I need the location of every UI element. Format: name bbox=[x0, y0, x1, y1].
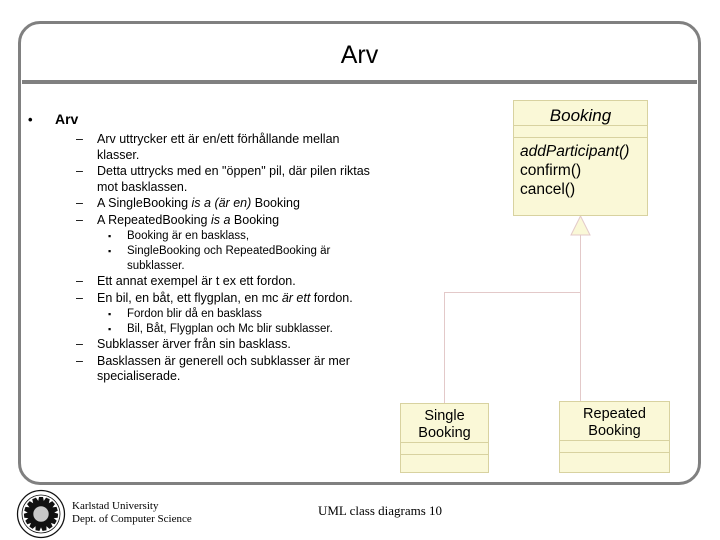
text-run: fordon. bbox=[310, 290, 353, 305]
uml-class-name: Repeated Booking bbox=[560, 402, 669, 440]
list-item: – Basklassen är generell och subklasser … bbox=[76, 354, 373, 385]
uml-attributes-compartment bbox=[514, 126, 647, 137]
uml-operations-compartment bbox=[560, 453, 669, 464]
list-item: ▪ Bil, Båt, Flygplan och Mc blir subklas… bbox=[108, 322, 373, 337]
bullet-marker: – bbox=[76, 290, 83, 305]
uml-operation: cancel() bbox=[520, 181, 576, 198]
compartment-separator bbox=[401, 442, 488, 443]
list-item-label: Basklassen är generell och subklasser är… bbox=[97, 353, 350, 384]
text-run-italic: is a (är en) bbox=[191, 196, 252, 210]
compartment-separator bbox=[514, 137, 647, 138]
list-item-label: Arv bbox=[55, 111, 79, 127]
list-item: – A RepeatedBooking is a Booking bbox=[76, 213, 373, 229]
list-item: • Arv bbox=[28, 110, 373, 129]
list-item-label: A SingleBooking is a (är en) Booking bbox=[97, 196, 373, 212]
list-item: – Ett annat exempel är t ex ett fordon. bbox=[76, 274, 373, 290]
uml-class-name-line1: Single bbox=[424, 408, 465, 424]
compartment-separator bbox=[514, 125, 647, 126]
list-item-label: Subklasser ärver från sin basklass. bbox=[97, 337, 291, 351]
bullet-marker: ▪ bbox=[108, 246, 112, 256]
bullet-marker: – bbox=[76, 353, 83, 368]
page-title: Arv bbox=[340, 41, 379, 69]
bullet-marker: ▪ bbox=[108, 324, 112, 334]
footer-university-line1: Karlstad University bbox=[72, 500, 159, 512]
text-run: En bil, en båt, ett flygplan, en mc bbox=[97, 290, 282, 305]
generalization-line-vertical-right bbox=[580, 292, 581, 401]
uml-class-booking[interactable]: Booking addParticipant() confirm() cance… bbox=[513, 100, 648, 216]
compartment-separator bbox=[560, 452, 669, 453]
list-item-label: Arv uttrycker ett är en/ett förhållande … bbox=[97, 132, 340, 162]
bullet-marker: – bbox=[76, 337, 83, 351]
bullet-marker: ▪ bbox=[108, 309, 112, 319]
list-item-label: Booking är en basklass, bbox=[127, 230, 250, 242]
list-item: ▪ Fordon blir då en basklass bbox=[108, 307, 373, 322]
bullet-marker: – bbox=[76, 164, 83, 178]
uml-operations-compartment: addParticipant() confirm() cancel() bbox=[514, 138, 647, 199]
bullet-marker: ▪ bbox=[108, 231, 112, 241]
uml-operation: addParticipant() bbox=[520, 143, 630, 160]
text-run: A RepeatedBooking bbox=[97, 212, 211, 227]
bullet-marker: – bbox=[76, 132, 83, 146]
uml-attributes-compartment bbox=[401, 443, 488, 454]
compartment-separator bbox=[560, 440, 669, 441]
list-item: – A SingleBooking is a (är en) Booking bbox=[76, 196, 373, 212]
bullet-marker: – bbox=[76, 212, 83, 227]
uml-class-repeated-booking[interactable]: Repeated Booking bbox=[559, 401, 670, 473]
outline-list: • Arv – Arv uttrycker ett är en/ett förh… bbox=[28, 110, 373, 386]
list-item-label: Fordon blir då en basklass bbox=[127, 308, 262, 320]
list-item-label: Ett annat exempel är t ex ett fordon. bbox=[97, 274, 296, 288]
uml-operation: confirm() bbox=[520, 162, 582, 179]
generalization-line-vertical-left bbox=[444, 292, 445, 403]
uml-class-name: Booking bbox=[549, 106, 612, 125]
list-item: – Arv uttrycker ett är en/ett förhålland… bbox=[76, 132, 373, 163]
text-run: A SingleBooking bbox=[97, 196, 192, 210]
footer-university-line2: Dept. of Computer Science bbox=[72, 513, 192, 525]
list-item: ▪ Booking är en basklass, bbox=[108, 229, 373, 244]
generalization-line-horizontal bbox=[444, 292, 581, 293]
list-item-label: En bil, en båt, ett flygplan, en mc är e… bbox=[97, 291, 373, 307]
text-run-italic: is a bbox=[210, 212, 231, 227]
title-divider bbox=[22, 80, 697, 84]
karlstad-university-seal-icon bbox=[16, 489, 66, 539]
list-item-label: Detta uttrycks med en "öppen" pil, där p… bbox=[97, 164, 370, 194]
list-item: – Subklasser ärver från sin basklass. bbox=[76, 337, 373, 353]
uml-class-single-booking[interactable]: Single Booking bbox=[400, 403, 489, 473]
footer-center-text: UML class diagrams 10 bbox=[317, 503, 443, 518]
text-run-italic: är ett bbox=[281, 290, 311, 305]
text-run: Booking bbox=[230, 212, 280, 227]
bullet-marker: – bbox=[76, 196, 83, 210]
list-item: ▪ SingleBooking och RepeatedBooking är s… bbox=[108, 244, 373, 274]
uml-class-diagram: Booking addParticipant() confirm() cance… bbox=[380, 95, 700, 485]
uml-class-name-line1: Repeated bbox=[583, 406, 646, 422]
uml-class-name-line2: Booking bbox=[588, 423, 641, 439]
slide-frame bbox=[18, 21, 701, 485]
list-item: – En bil, en båt, ett flygplan, en mc är… bbox=[76, 291, 373, 307]
uml-operations-compartment bbox=[401, 455, 488, 466]
uml-attributes-compartment bbox=[560, 441, 669, 452]
generalization-line-vertical-top bbox=[580, 235, 581, 293]
text-run: Booking bbox=[251, 196, 300, 210]
generalization-triangle-icon bbox=[570, 215, 591, 236]
bullet-marker: • bbox=[28, 112, 33, 127]
list-item: – Detta uttrycks med en "öppen" pil, där… bbox=[76, 164, 373, 195]
list-item-label: Bil, Båt, Flygplan och Mc blir subklasse… bbox=[127, 323, 333, 335]
compartment-separator bbox=[401, 454, 488, 455]
uml-class-name-line2: Booking bbox=[418, 425, 471, 441]
list-item-label: A RepeatedBooking is a Booking bbox=[97, 213, 373, 229]
uml-class-name: Single Booking bbox=[401, 404, 488, 442]
bullet-marker: – bbox=[76, 274, 83, 288]
footer-university: Karlstad University Dept. of Computer Sc… bbox=[72, 500, 192, 526]
list-item-label: SingleBooking och RepeatedBooking är sub… bbox=[127, 245, 331, 272]
